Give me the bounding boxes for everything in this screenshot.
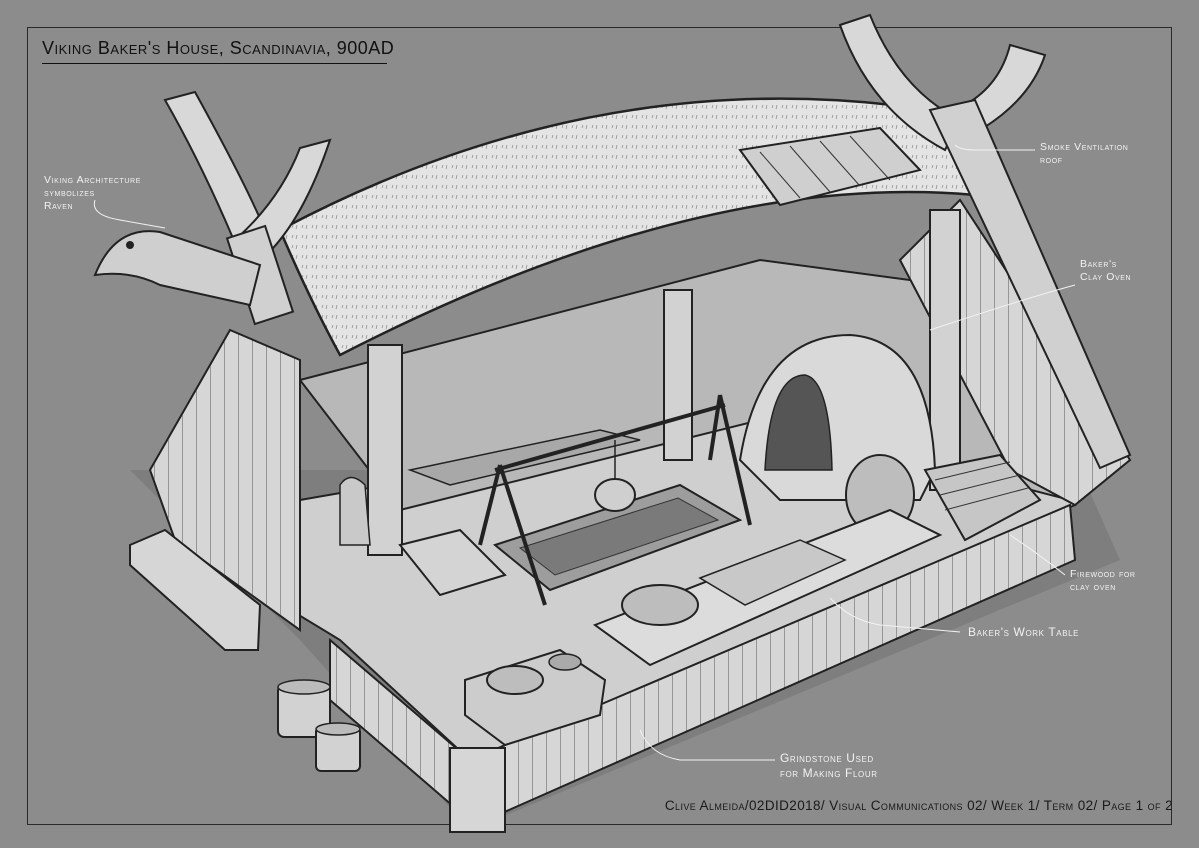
label-work-table: Baker's Work Table: [968, 625, 1080, 639]
title-underline: [42, 63, 387, 64]
tripod-leg: [478, 464, 502, 546]
label-smoke-ventilation: Smoke Ventilation roof: [1040, 141, 1129, 166]
smoke-vent: [738, 126, 922, 207]
post-mid: [663, 289, 693, 461]
cauldron: [594, 478, 636, 512]
front-post: [449, 747, 506, 833]
outdoor-bench: [129, 528, 262, 651]
post-left: [367, 344, 403, 556]
label-grindstone: Grindstone Used for Making Flour: [780, 751, 878, 780]
small-table: [398, 528, 507, 597]
label-clay-oven: Baker's Clay Oven: [1080, 258, 1132, 283]
buckets: [277, 679, 361, 772]
page-frame: [27, 27, 1172, 825]
left-wall: [148, 328, 301, 632]
firewood-stack: [923, 453, 1042, 542]
label-viking-architecture: Viking Architecture symbolizes Raven: [44, 174, 141, 212]
post-right: [929, 209, 961, 491]
cutting-board: [698, 539, 847, 606]
page-title: Viking Baker's House, Scandinavia, 900AD: [42, 38, 395, 58]
raven-carving: [93, 230, 262, 307]
page-footer: Clive Almeida/02DID2018/ Visual Communic…: [664, 798, 1173, 813]
grindstone: [464, 648, 607, 747]
bread-basket: [621, 584, 699, 626]
label-firewood: Firewood for clay oven: [1070, 568, 1136, 593]
annotation-leaders: [93, 144, 1076, 761]
sack: [339, 476, 371, 546]
